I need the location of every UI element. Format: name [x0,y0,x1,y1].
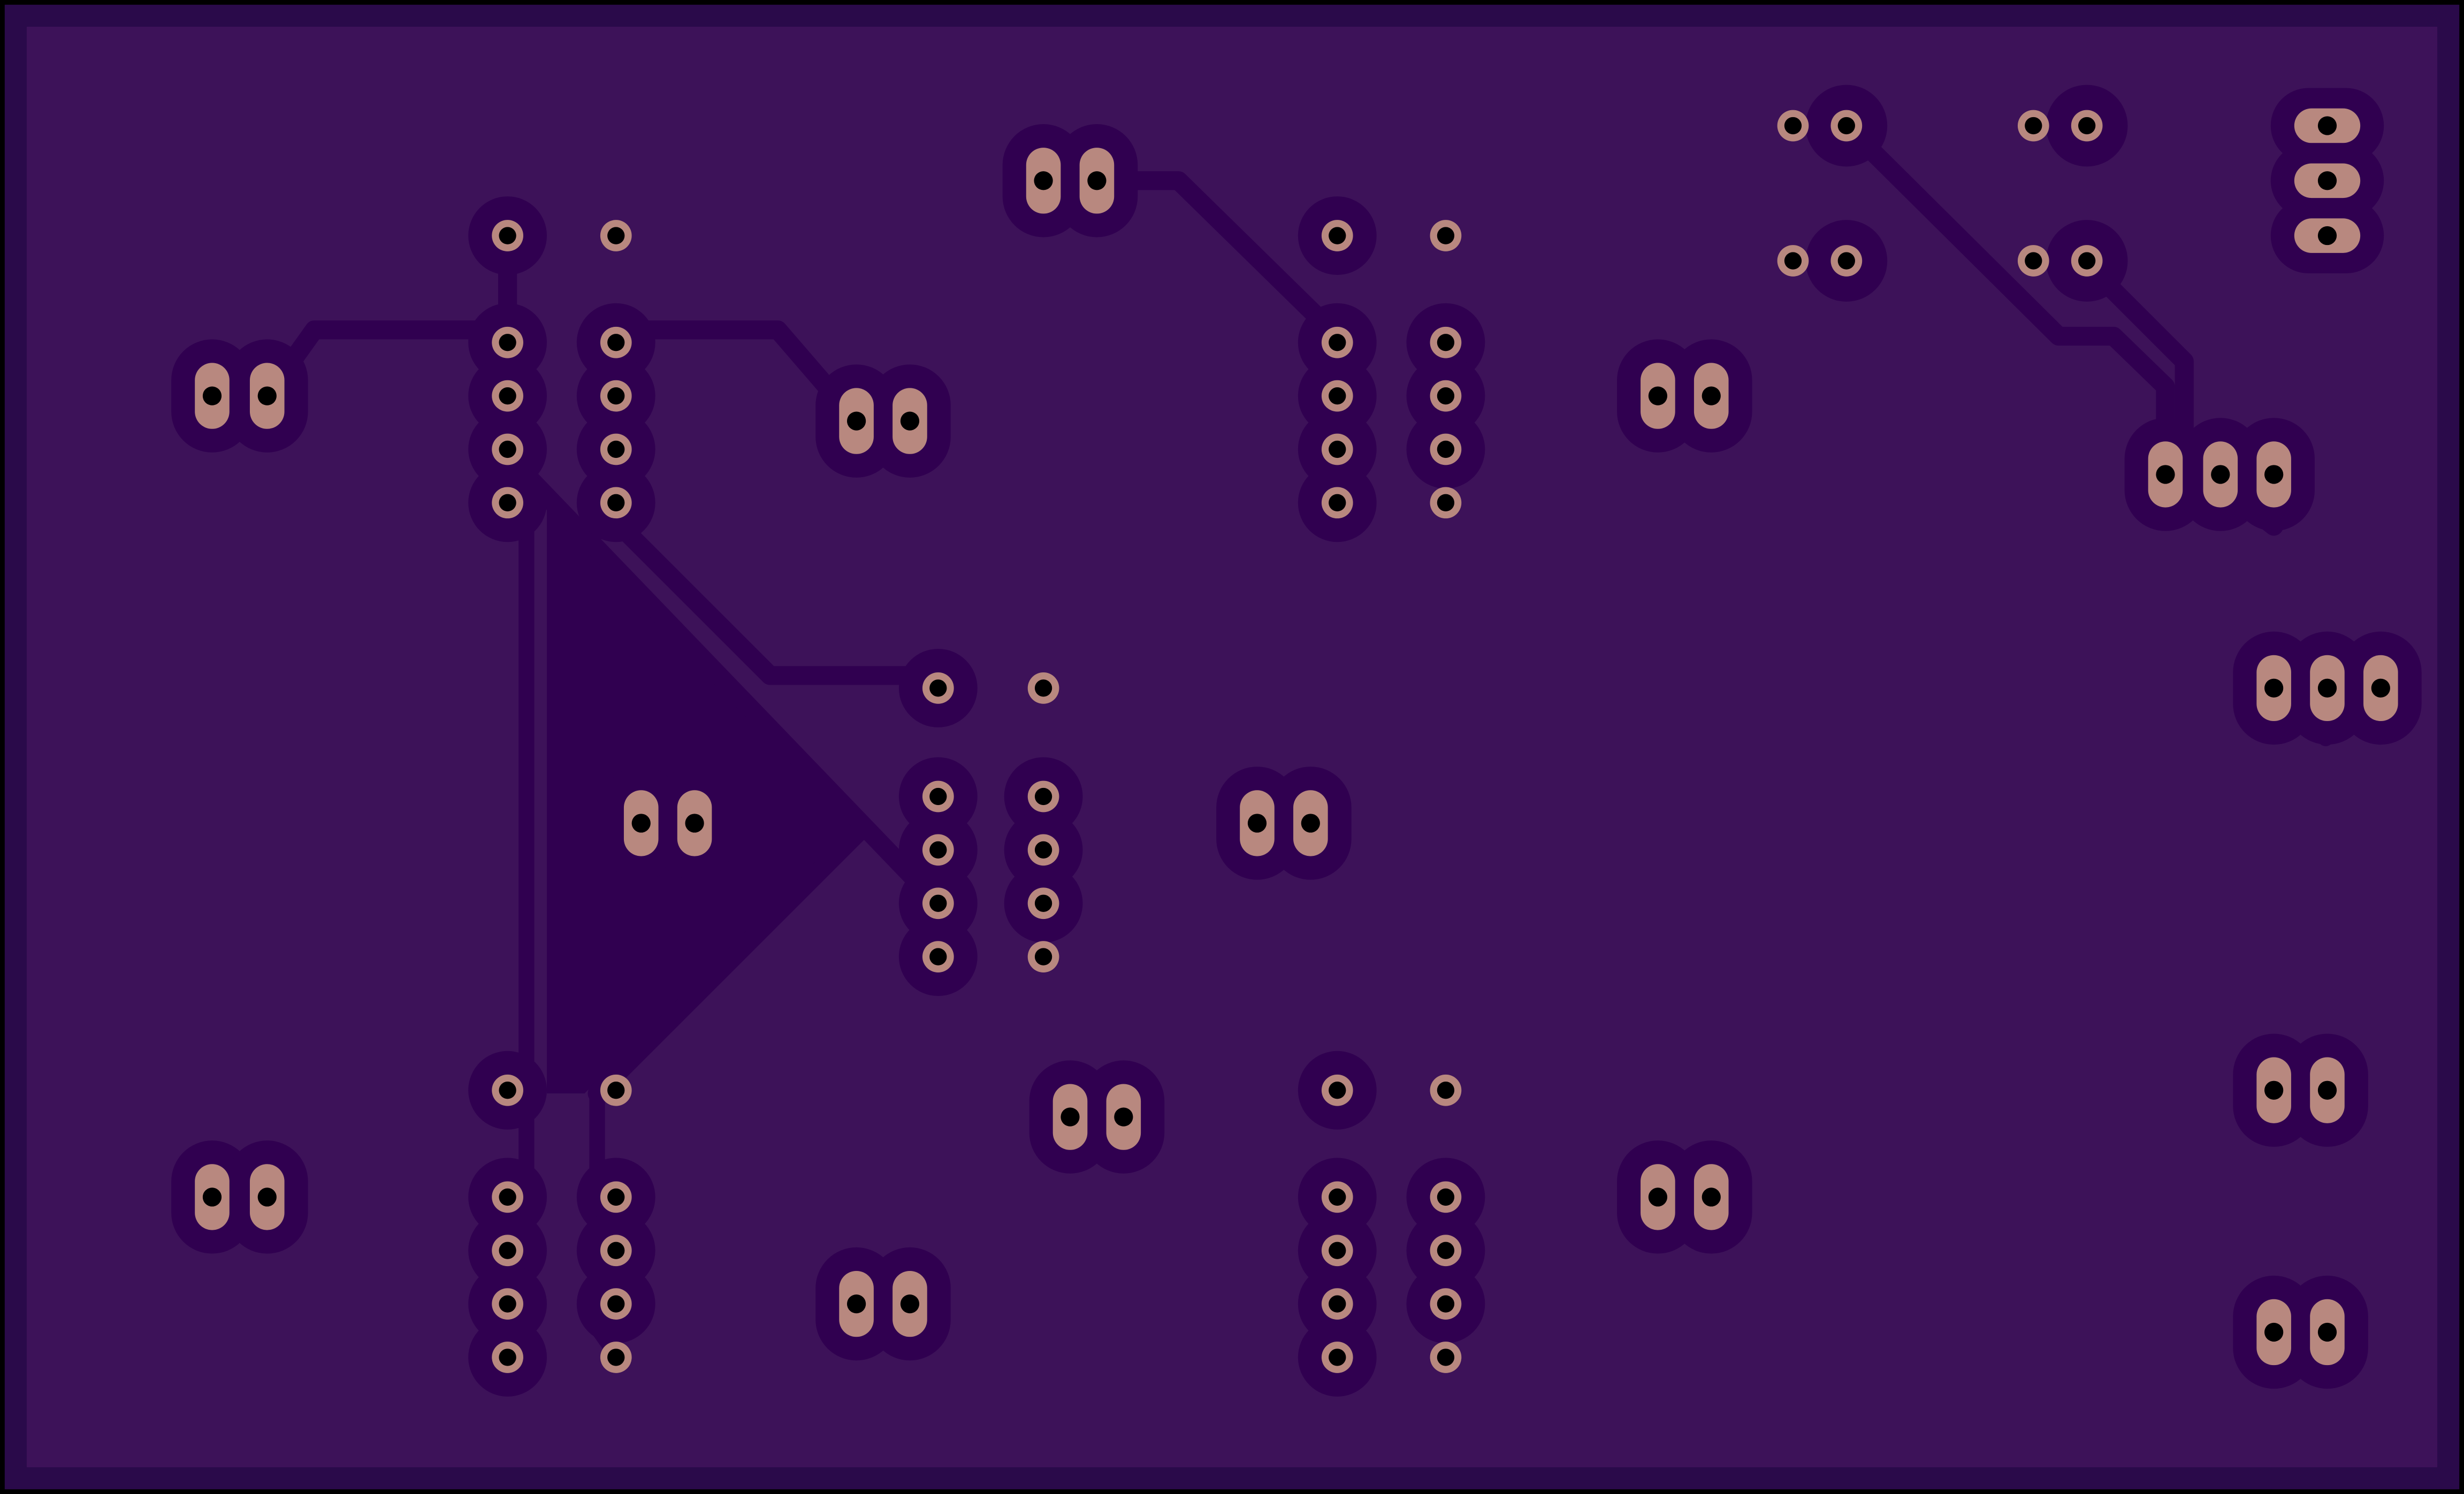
drill-hole [1329,1242,1346,1259]
drill-hole [685,814,704,833]
drill-hole [2317,116,2337,135]
drill-hole [1648,1187,1668,1207]
drill-hole [900,411,920,431]
drill-hole [607,1242,625,1259]
drill-hole [1784,252,1802,270]
drill-hole [607,440,625,458]
trace [588,820,871,1103]
drill-hole [499,227,516,244]
drill-hole [846,411,866,431]
drill-hole [1034,787,1052,806]
drill-hole [607,334,625,351]
drill-hole [1329,227,1346,244]
drill-hole [929,948,947,966]
drill-hole [1034,171,1053,190]
drill-hole [499,334,516,351]
drill-hole [2317,1081,2337,1100]
drill-hole [499,440,516,458]
drill-hole [499,387,516,405]
drill-hole [1114,1107,1133,1127]
drill-hole [202,386,222,405]
drill-hole [1437,1349,1455,1366]
drill-hole [1329,494,1346,511]
drill-hole [2317,171,2337,190]
drill-hole [1301,814,1320,833]
drill-hole [499,494,516,511]
drill-hole [1329,1295,1346,1313]
drill-hole [1784,117,1802,135]
drill-hole [1329,1082,1346,1099]
drill-hole [1061,1107,1080,1127]
drill-hole [202,1187,222,1207]
drill-hole [929,894,947,912]
drill-hole [2264,1322,2284,1342]
drill-hole [1247,814,1267,833]
drill-hole [2025,252,2042,270]
drill-hole [1034,679,1052,697]
pad-layer [195,108,2398,1373]
drill-hole [1329,1188,1346,1206]
drill-hole [607,1082,625,1099]
drill-hole [1329,334,1346,351]
drill-hole [1702,386,1721,405]
drill-hole [499,1242,516,1259]
drill-hole [2264,678,2284,698]
drill-hole [1087,171,1107,190]
drill-hole [1437,1188,1455,1206]
drill-hole [846,1294,866,1314]
drill-hole [929,787,947,806]
drill-hole [929,841,947,859]
drill-hole [2078,252,2096,270]
drill-hole [1702,1187,1721,1207]
drill-hole [499,1295,516,1313]
drill-hole [2264,465,2284,484]
drill-hole [607,387,625,405]
drill-hole [2156,465,2175,484]
drill-hole [2025,117,2042,135]
drill-hole [1437,1295,1455,1313]
drill-hole [607,1349,625,1366]
drill-hole [1034,894,1052,912]
drill-hole [607,1295,625,1313]
drill-hole [1329,387,1346,405]
drill-hole [2078,117,2096,135]
drill-hole [900,1294,920,1314]
drill-hole [1034,948,1052,966]
drill-hole [1329,1349,1346,1366]
drill-hole [499,1188,516,1206]
drill-hole [1437,227,1455,244]
drill-hole [1437,1082,1455,1099]
drill-hole [929,679,947,697]
drill-hole [257,1187,277,1207]
drill-hole [499,1082,516,1099]
drill-hole [631,814,651,833]
drill-hole [1437,387,1455,405]
drill-hole [1329,440,1346,458]
drill-hole [2317,226,2337,246]
drill-hole [1837,117,1855,135]
drill-hole [1837,252,1855,270]
drill-hole [2317,678,2337,698]
drill-hole [607,1188,625,1206]
drill-hole [2317,1322,2337,1342]
drill-hole [2371,678,2390,698]
drill-hole [2211,465,2230,484]
drill-hole [1034,841,1052,859]
pad-halo-layer [171,85,2422,1397]
trace [588,493,948,685]
drill-hole [607,494,625,511]
drill-hole [499,1349,516,1366]
drill-hole [607,227,625,244]
drill-hole [257,386,277,405]
trace [1837,116,2175,489]
drill-hole [1437,440,1455,458]
drill-hole [1437,494,1455,511]
drill-hole [1437,334,1455,351]
drill-hole [1648,386,1668,405]
drill-hole [1437,1242,1455,1259]
drill-hole [2264,1081,2284,1100]
